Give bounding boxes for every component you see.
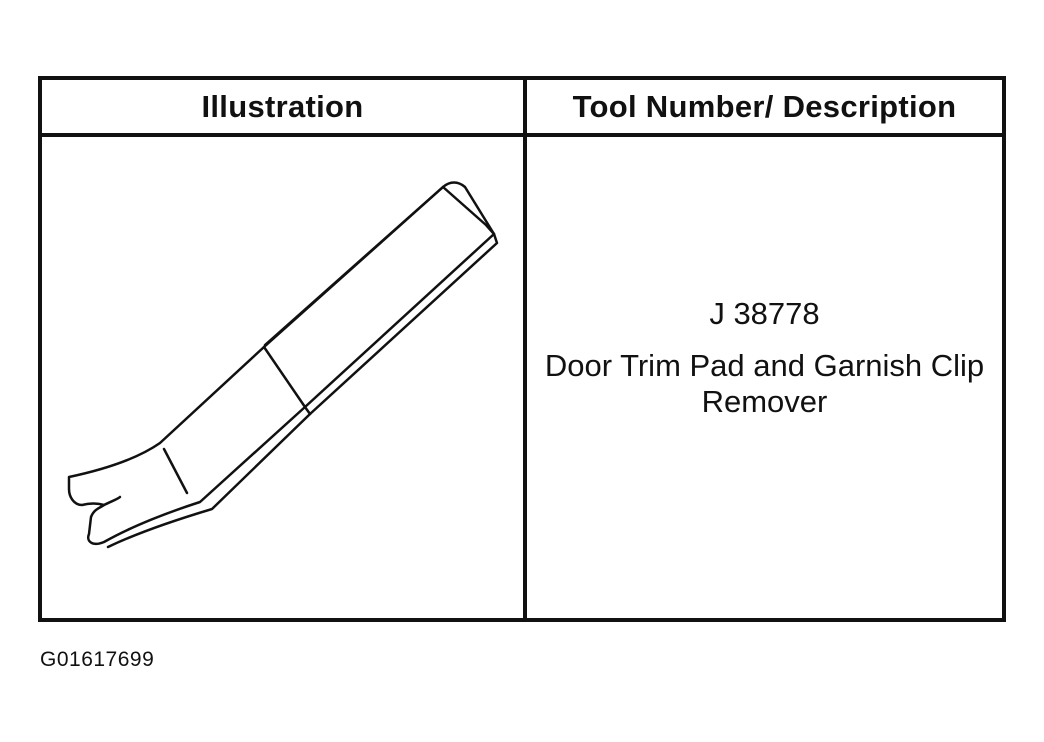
header-tool-description: Tool Number/ Description <box>572 88 957 124</box>
column-divider <box>523 80 527 618</box>
illustration-cell <box>42 137 523 618</box>
header-illustration: Illustration <box>201 88 364 124</box>
table-header-row: Illustration Tool Number/ Description <box>42 80 1002 137</box>
tool-number: J 38778 <box>709 295 820 331</box>
tool-table: Illustration Tool Number/ Description J … <box>38 76 1006 622</box>
clip-remover-tool-icon <box>67 181 499 549</box>
tool-description: Door Trim Pad and Garnish Clip Remover <box>544 347 985 419</box>
figure-id: G01617699 <box>40 648 155 671</box>
description-cell: J 38778 Door Trim Pad and Garnish Clip R… <box>527 137 1002 618</box>
